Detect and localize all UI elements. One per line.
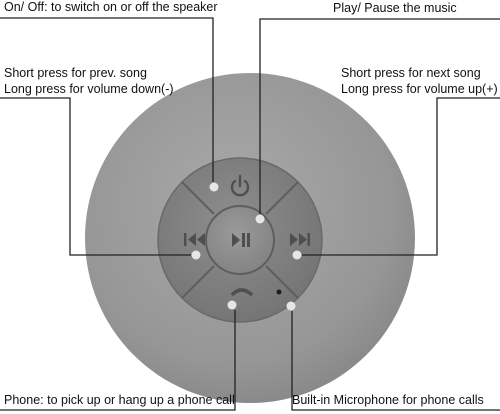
power-leader	[0, 17, 214, 182]
microphone-label: Built-in Microphone for phone calls	[292, 393, 484, 407]
prev-indicator-dot	[191, 250, 201, 260]
next-label-line1: Short press for next song	[341, 66, 481, 80]
play-pause-leader	[259, 18, 500, 214]
next-leader	[302, 97, 500, 256]
power-label: On/ Off: to switch on or off the speaker	[4, 0, 218, 14]
phone-label: Phone: to pick up or hang up a phone cal…	[4, 393, 235, 407]
microphone-leader	[291, 311, 500, 411]
leader-lines	[0, 17, 500, 411]
play-pause-indicator-dot	[255, 214, 265, 224]
microphone-icon	[276, 289, 282, 295]
play-pause-icon	[232, 233, 250, 247]
phone-indicator-dot	[227, 300, 237, 310]
indicator-dots	[191, 182, 302, 311]
phone-leader	[0, 310, 236, 411]
button-separators	[181, 181, 299, 299]
phone-icon[interactable]	[231, 288, 253, 296]
prev-label-line1: Short press for prev. song	[4, 66, 147, 80]
prev-leader	[0, 97, 191, 256]
prev-label-line2: Long press for volume down(-)	[4, 82, 174, 96]
microphone-indicator-dot	[286, 301, 296, 311]
fast-forward-icon[interactable]	[290, 233, 310, 246]
next-label-line2: Long press for volume up(+)	[341, 82, 498, 96]
rewind-icon[interactable]	[184, 233, 205, 246]
play-pause-label: Play/ Pause the music	[333, 1, 457, 15]
power-indicator-dot	[209, 182, 219, 192]
next-indicator-dot	[292, 250, 302, 260]
power-icon[interactable]	[230, 174, 250, 197]
